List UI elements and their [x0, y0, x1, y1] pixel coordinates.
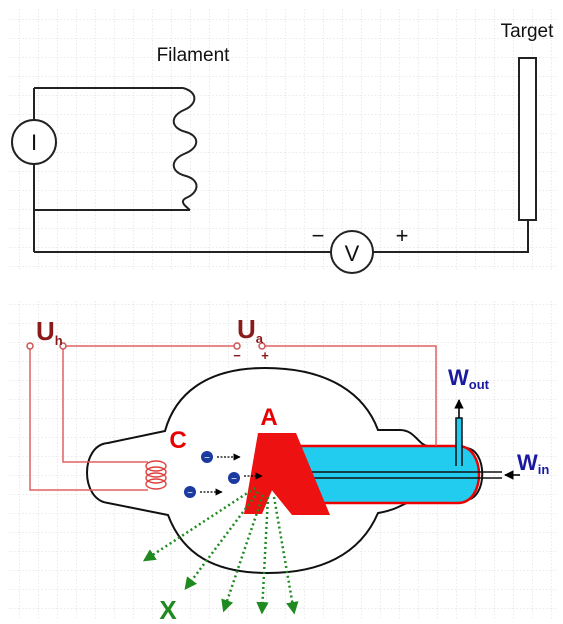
target-label: Target [501, 21, 555, 42]
ua-to-anode-wire [262, 345, 437, 446]
tube-wiring [29, 345, 437, 491]
electron-3: − [184, 486, 196, 499]
xray-ray-2 [184, 491, 259, 590]
svg-text:−: − [204, 453, 210, 464]
ammeter-circle [11, 119, 57, 165]
cathode-coil [145, 460, 167, 490]
electron-1: − [201, 451, 213, 464]
electron-2: − [228, 472, 240, 485]
ammeter-symbol: I [31, 130, 37, 155]
xray-ray-1 [142, 486, 256, 562]
wout-label: Wout [448, 365, 490, 392]
win-label: Win [517, 450, 549, 477]
xray-ray-3 [221, 494, 265, 613]
voltmeter-minus: − [312, 223, 325, 248]
xray-ray-4 [256, 496, 270, 615]
circuit-wire-bottom-right [372, 220, 529, 253]
ua-plus: + [261, 348, 269, 363]
uh-terminal-right [59, 342, 67, 350]
svg-text:−: − [187, 488, 193, 499]
uh-wire-outer [29, 346, 148, 491]
xray-beams [142, 486, 299, 615]
filament-coil [172, 87, 198, 211]
filament-label: Filament [157, 45, 231, 66]
ua-terminal-left [233, 342, 241, 350]
xray-label: X [159, 595, 177, 624]
voltmeter-plus: + [396, 223, 409, 248]
uh-label: Uh [36, 316, 63, 348]
ua-terminal-right [258, 342, 266, 350]
svg-text:−: − [231, 474, 237, 485]
ua-label: Ua [237, 314, 264, 346]
electron-arrows [200, 453, 263, 496]
anode-label: A [260, 404, 277, 431]
uh-wire-inner [62, 346, 148, 463]
cathode-label: C [169, 427, 186, 454]
uh-terminal-left [26, 342, 34, 350]
top-circuit [33, 87, 529, 253]
voltmeter-symbol: V [345, 241, 360, 266]
voltmeter-circle [330, 230, 374, 274]
ua-minus: − [233, 348, 241, 363]
target-plate [518, 57, 537, 221]
water-outlet-tube [455, 417, 463, 466]
grid-background-top [8, 8, 558, 270]
